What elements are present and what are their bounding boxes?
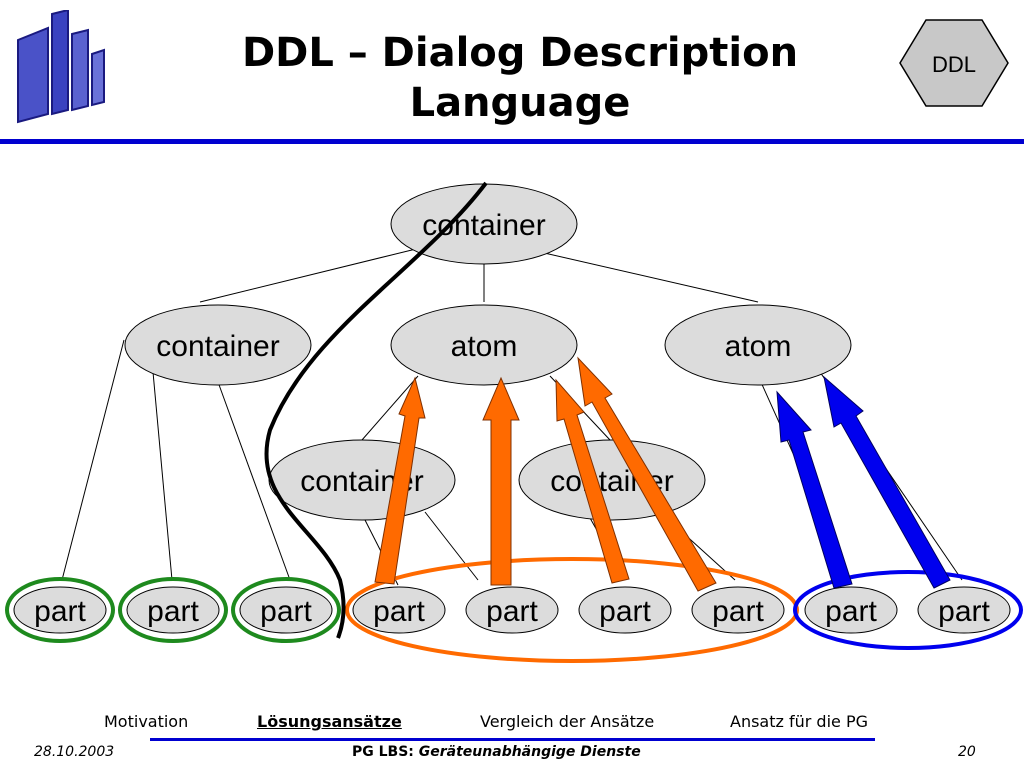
nav-item-ansatz-pg[interactable]: Ansatz für die PG [730,712,868,731]
title-line-2: Language [409,80,631,126]
svg-text:atom: atom [725,330,792,363]
orange-arrow-2 [482,376,520,586]
green-group-outline-2 [118,577,228,643]
page-number: 20 [958,744,976,760]
green-group-outline-1 [5,577,115,643]
badge-label: DDL [932,52,976,77]
nav-item-motivation[interactable]: Motivation [104,712,189,731]
orange-arrow-3 [555,378,630,584]
orange-arrow-1 [374,376,426,585]
blue-arrows [776,375,951,589]
slide-nav: Motivation Lösungsansätze Vergleich der … [0,712,1024,734]
part-node-4: part [352,586,446,634]
blue-arrow-2 [823,375,951,589]
footer-rule [150,738,875,741]
part-node-7: part [691,586,785,634]
part-node-6: part [578,586,672,634]
slide-title: DDL – Dialog Description Language [140,28,900,128]
green-group-outline-3 [231,577,341,643]
svg-text:container: container [422,209,545,242]
part-node-8: part [804,586,898,634]
part-node-9: part [917,586,1011,634]
orange-arrow-4 [577,356,717,592]
university-logo-icon [17,10,105,124]
node-atom-middle: atom [390,304,578,386]
svg-text:part: part [599,595,651,628]
footer-label: PG LBS: Geräteunabhängige Dienste [352,744,641,760]
footer-label-prefix: PG LBS: [352,744,414,760]
part-node-2: part [126,586,220,634]
node-root-container: container [390,183,578,265]
orange-arrows [374,356,717,592]
part-node-3: part [239,586,333,634]
ddl-hexagon-badge: DDL [899,19,1009,107]
svg-text:part: part [938,595,990,628]
nav-item-vergleich[interactable]: Vergleich der Ansätze [480,712,655,731]
blue-group-outline [793,570,1023,650]
svg-text:atom: atom [451,330,518,363]
blue-arrow-1 [776,390,853,589]
svg-text:part: part [260,595,312,628]
part-nodes: part part part part part part part part … [13,586,1011,634]
footer-subtitle: Geräteunabhängige Dienste [418,744,641,760]
node-container-level2-left: container [268,439,456,521]
svg-text:part: part [825,595,877,628]
part-node-5: part [465,586,559,634]
node-container-level2-right: container [518,439,706,521]
svg-text:part: part [373,595,425,628]
divider-curve [264,181,488,639]
title-line-1: DDL – Dialog Description [241,30,799,76]
node-atom-right: atom [664,304,852,386]
nav-item-loesungsansaetze[interactable]: Lösungsansätze [257,712,402,731]
footer-date: 28.10.2003 [34,744,115,760]
svg-text:part: part [147,595,199,628]
svg-text:part: part [486,595,538,628]
svg-text:part: part [712,595,764,628]
slide-footer: 28.10.2003 PG LBS: Geräteunabhängige Die… [0,744,1024,764]
tree-diagram: container container atom atom container … [5,181,1023,663]
node-container-level1: container [124,304,312,386]
title-rule [0,139,1024,144]
svg-text:container: container [156,330,279,363]
part-node-1: part [13,586,107,634]
svg-text:part: part [34,595,86,628]
